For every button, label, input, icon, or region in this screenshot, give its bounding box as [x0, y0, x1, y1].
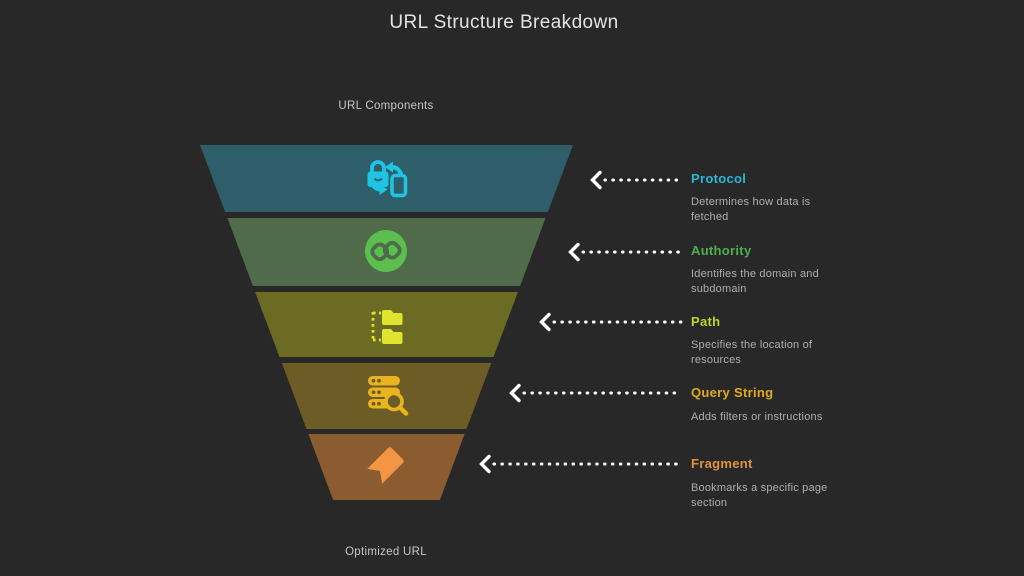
connector-arrow-fragment [479, 454, 683, 474]
segment-label-path: Path [691, 314, 721, 329]
segment-description-protocol: Determines how data is fetched [691, 196, 811, 223]
segment-label-protocol: Protocol [691, 171, 747, 186]
connector-arrow-query-string [509, 383, 683, 403]
segment-label-authority: Authority [691, 243, 752, 258]
segment-description-query-string: Adds filters or instructions [691, 411, 823, 423]
segment-label-query-string: Query String [691, 385, 774, 400]
connector-arrow-authority [568, 242, 683, 262]
device-sync-lock-icon [367, 160, 408, 198]
segment-description-authority: Identifies the domain and subdomain [691, 268, 819, 295]
linked-rings-icon [365, 230, 407, 272]
funnel-bottom-label: Optimized URL [345, 546, 427, 558]
folder-tree-icon [371, 310, 403, 344]
funnel-top-label: URL Components [338, 100, 434, 112]
segment-description-path: Specifies the location of resources [691, 339, 813, 366]
connector-arrow-path [539, 312, 683, 332]
segment-label-fragment: Fragment [691, 456, 753, 471]
database-search-icon [368, 376, 409, 416]
segment-description-fragment: Bookmarks a specific page section [691, 482, 828, 509]
bookmark-icon [367, 447, 404, 484]
page-title: URL Structure Breakdown [389, 12, 619, 33]
connector-arrow-protocol [590, 170, 683, 190]
